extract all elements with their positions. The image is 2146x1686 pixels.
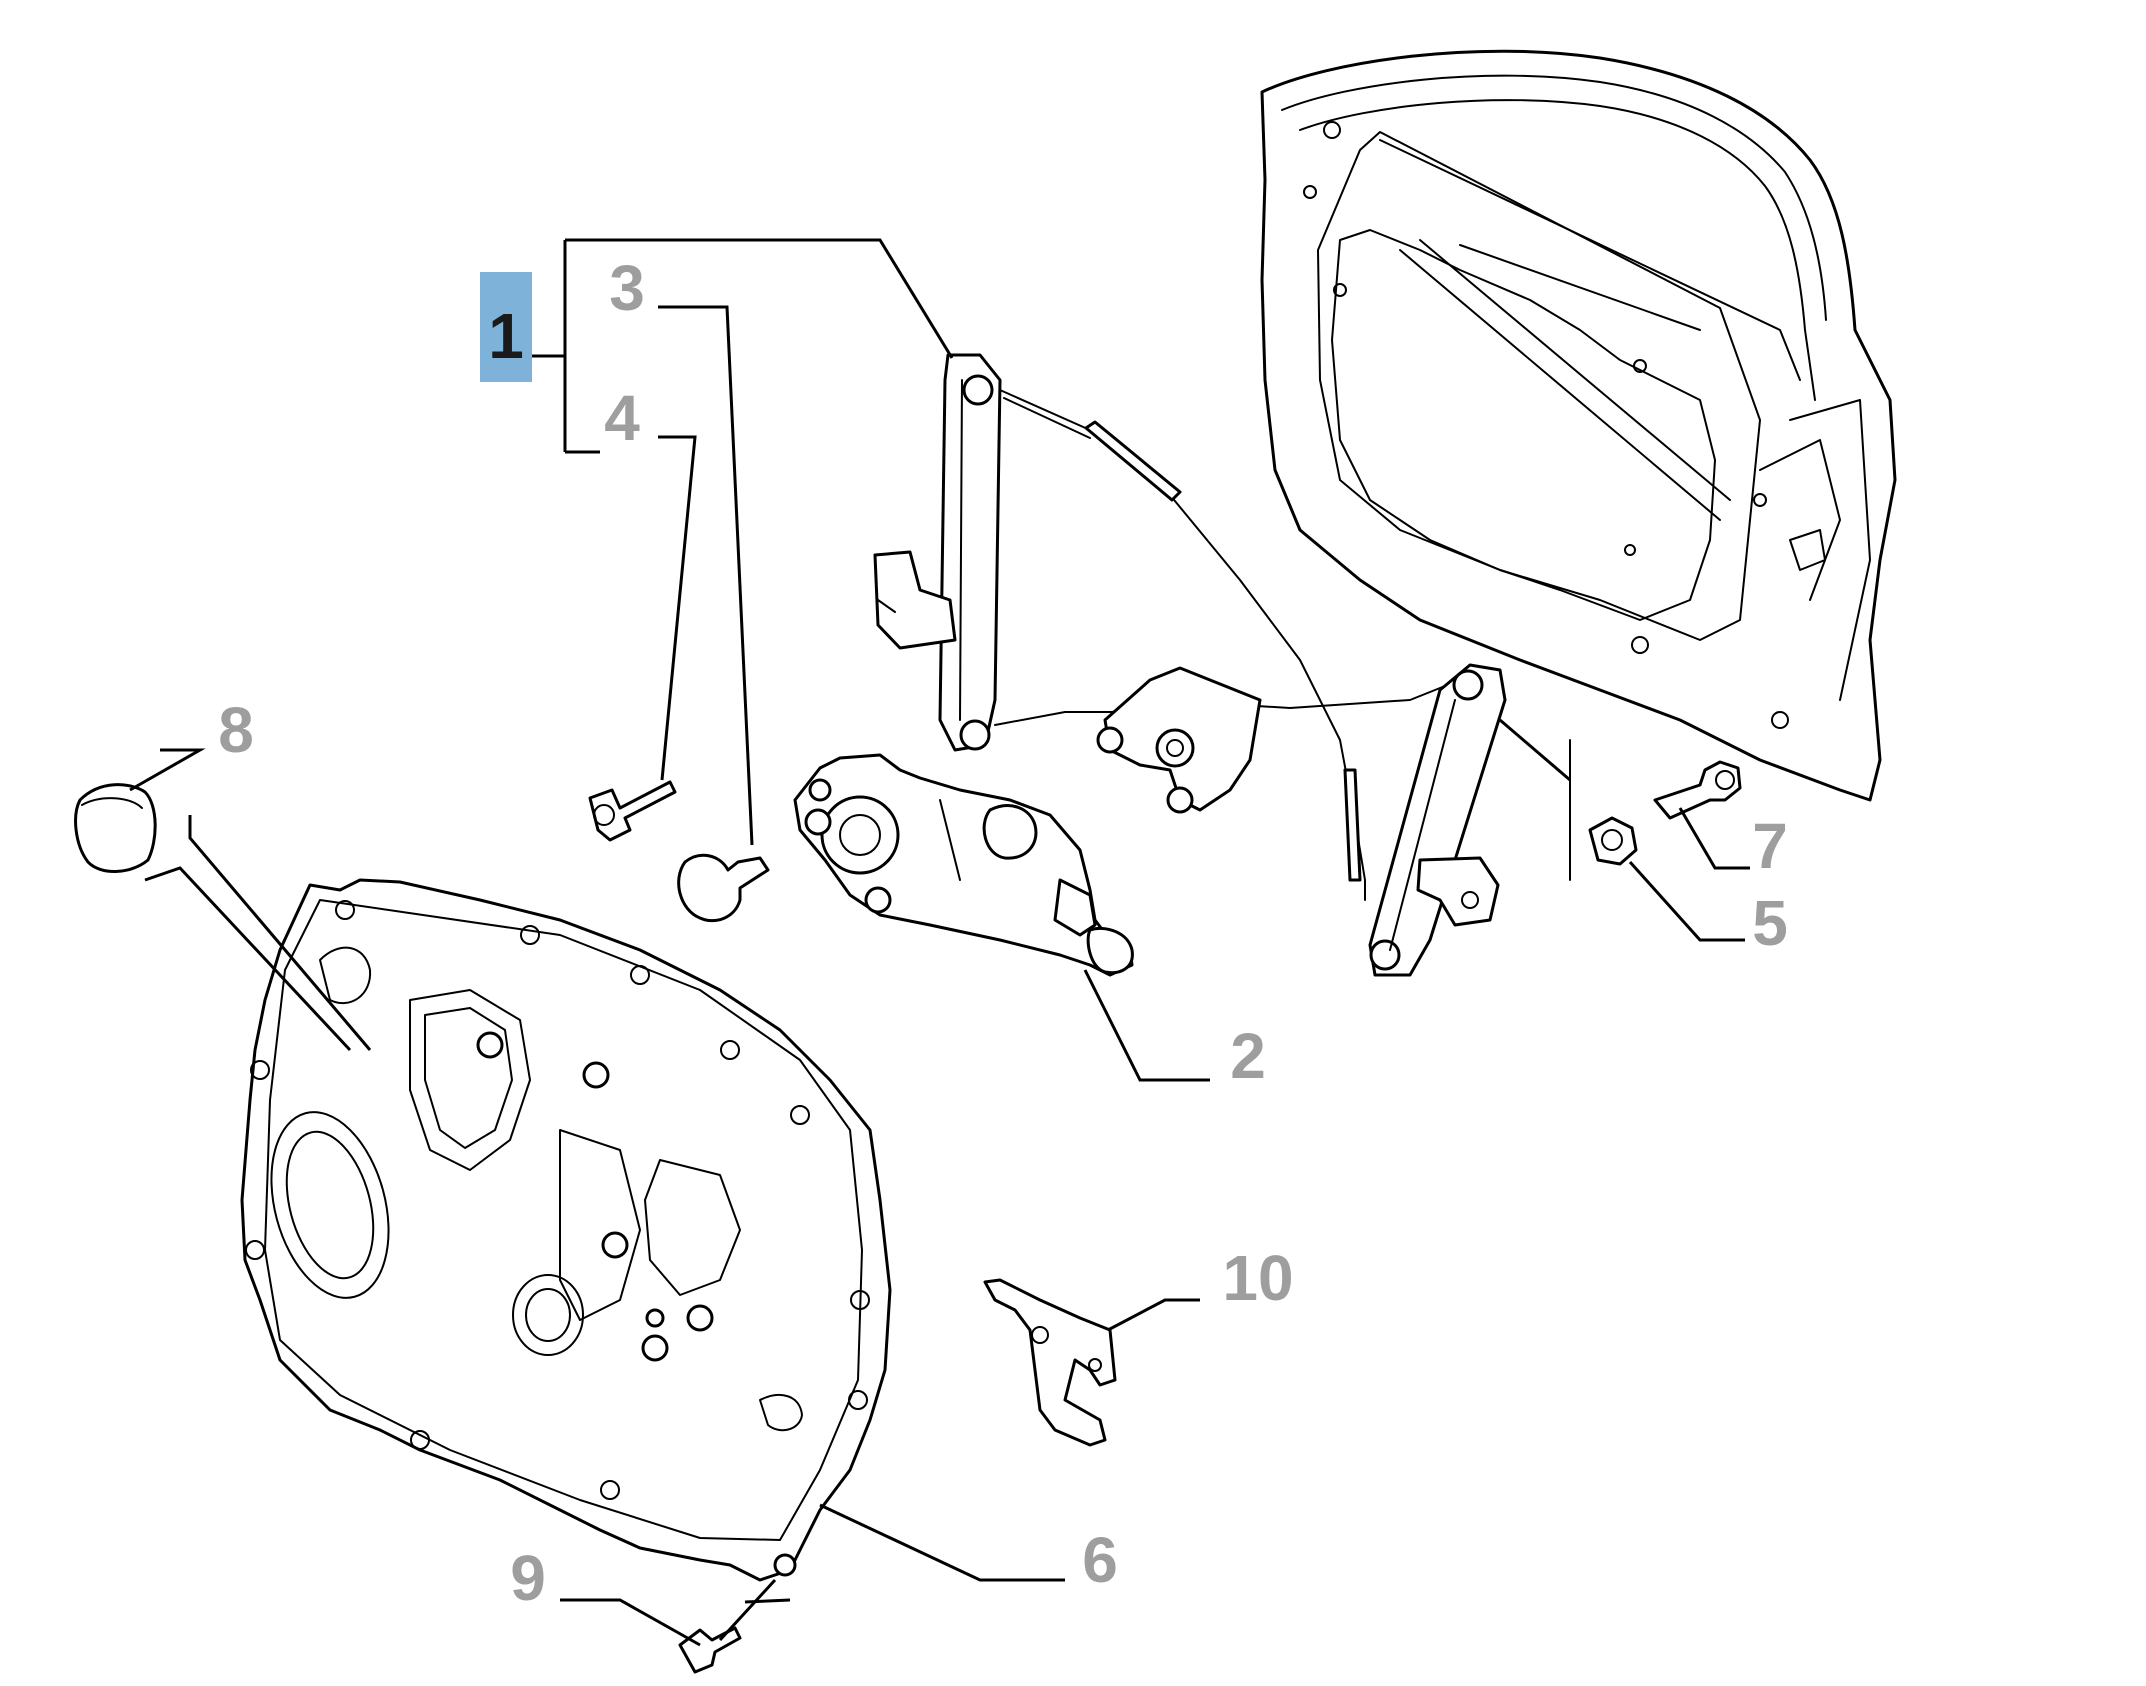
callout-1-highlight — [480, 272, 532, 382]
screw-part-7 — [1653, 760, 1742, 820]
callout-10-label: 10 — [1222, 1242, 1293, 1314]
callout-4-label: 4 — [604, 382, 640, 454]
nut-part-5 — [1588, 816, 1638, 866]
callout-3[interactable]: 3 — [609, 252, 645, 324]
plug-part-8 — [74, 783, 157, 873]
callout-1-label: 1 — [488, 300, 524, 372]
callout-6[interactable]: 6 — [1082, 1524, 1118, 1596]
callout-9[interactable]: 9 — [510, 1542, 546, 1614]
callout-5-label: 5 — [1752, 887, 1788, 959]
callout-7[interactable]: 7 — [1752, 810, 1788, 882]
window-motor — [793, 753, 1134, 977]
callout-2[interactable]: 2 — [1230, 1020, 1266, 1092]
leader-lines — [129, 238, 1750, 1647]
callout-6-label: 6 — [1082, 1524, 1118, 1596]
callout-3-label: 3 — [609, 252, 645, 324]
callout-7-label: 7 — [1752, 810, 1788, 882]
callout-1[interactable]: 1 — [480, 272, 532, 382]
callout-2-label: 2 — [1230, 1020, 1266, 1092]
callout-9-label: 9 — [510, 1542, 546, 1614]
callout-5[interactable]: 5 — [1752, 887, 1788, 959]
callout-10[interactable]: 10 — [1222, 1242, 1293, 1314]
window-regulator — [873, 353, 1571, 977]
callout-8-label: 8 — [218, 694, 254, 766]
inner-panel-part-6 — [240, 878, 892, 1582]
bracket-part-10 — [983, 1278, 1117, 1447]
door-frame — [1260, 49, 1897, 802]
screw-part-4 — [588, 780, 677, 842]
screw-part-3 — [677, 853, 770, 923]
callout-4[interactable]: 4 — [604, 382, 640, 454]
screw-part-9 — [678, 1626, 742, 1674]
callout-8[interactable]: 8 — [218, 694, 254, 766]
